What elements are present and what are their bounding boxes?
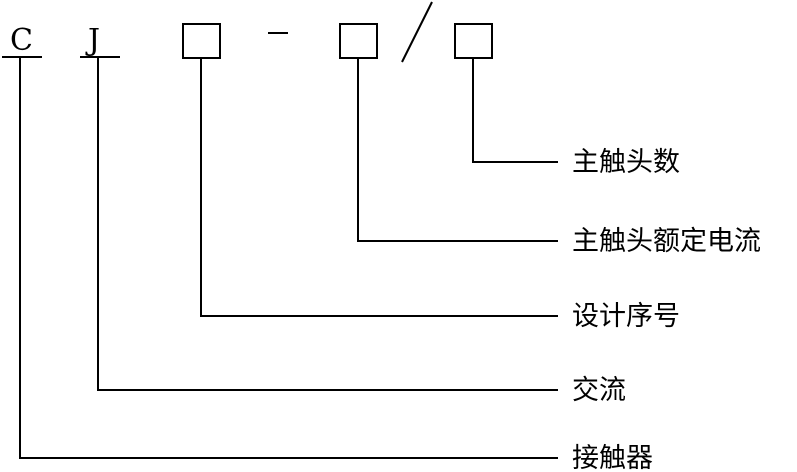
code-slash <box>401 1 433 63</box>
leader-design-serial <box>200 58 558 317</box>
label-main-contact-rated-current: 主触头额定电流 <box>572 226 761 257</box>
label-design-serial: 设计序号 <box>572 301 680 332</box>
label-ac: 交流 <box>572 375 626 406</box>
leader-rated-current <box>357 58 558 242</box>
label-contactor: 接触器 <box>572 443 653 472</box>
leader-contactor <box>19 57 558 459</box>
code-letter-c: C <box>10 23 33 58</box>
label-main-contact-count: 主触头数 <box>572 147 680 178</box>
rated-current-box <box>339 23 378 59</box>
code-letter-j: J <box>85 23 100 58</box>
leader-contact-count <box>472 58 558 163</box>
leader-ac <box>97 57 558 391</box>
design-serial-box <box>182 23 221 59</box>
contact-count-box <box>454 23 493 59</box>
